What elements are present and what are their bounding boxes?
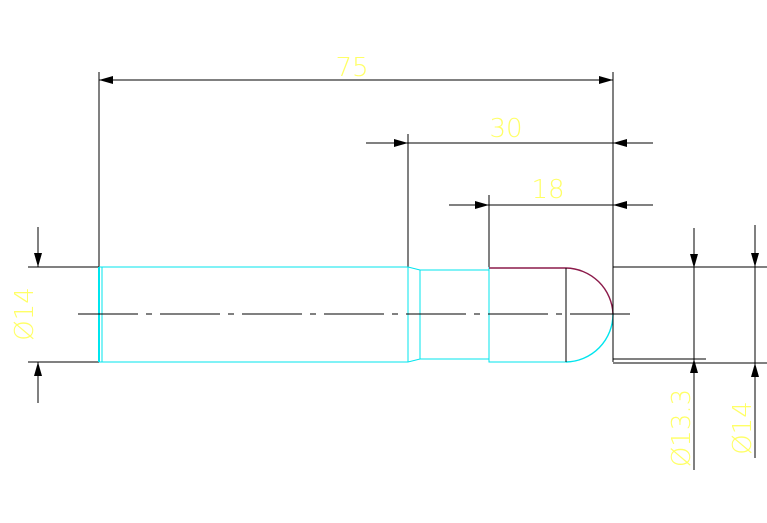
dimension-dia-right: Ø13.3 Ø14 (613, 225, 767, 470)
fillet-region (489, 267, 614, 363)
dimension-label-dia-left: Ø14 (10, 287, 40, 341)
dimension-30: 30 (366, 114, 653, 268)
dimension-label-dia-13-3: Ø13.3 (667, 389, 697, 467)
dimension-75: 75 (98, 53, 614, 268)
dimension-18: 18 (449, 175, 653, 268)
dimension-label-dia-right: Ø14 (728, 401, 758, 455)
dimension-label-30: 30 (489, 114, 522, 144)
dimension-label-18: 18 (531, 175, 564, 205)
dimension-label-75: 75 (335, 53, 368, 83)
dimension-dia-left: Ø14 (10, 227, 99, 403)
